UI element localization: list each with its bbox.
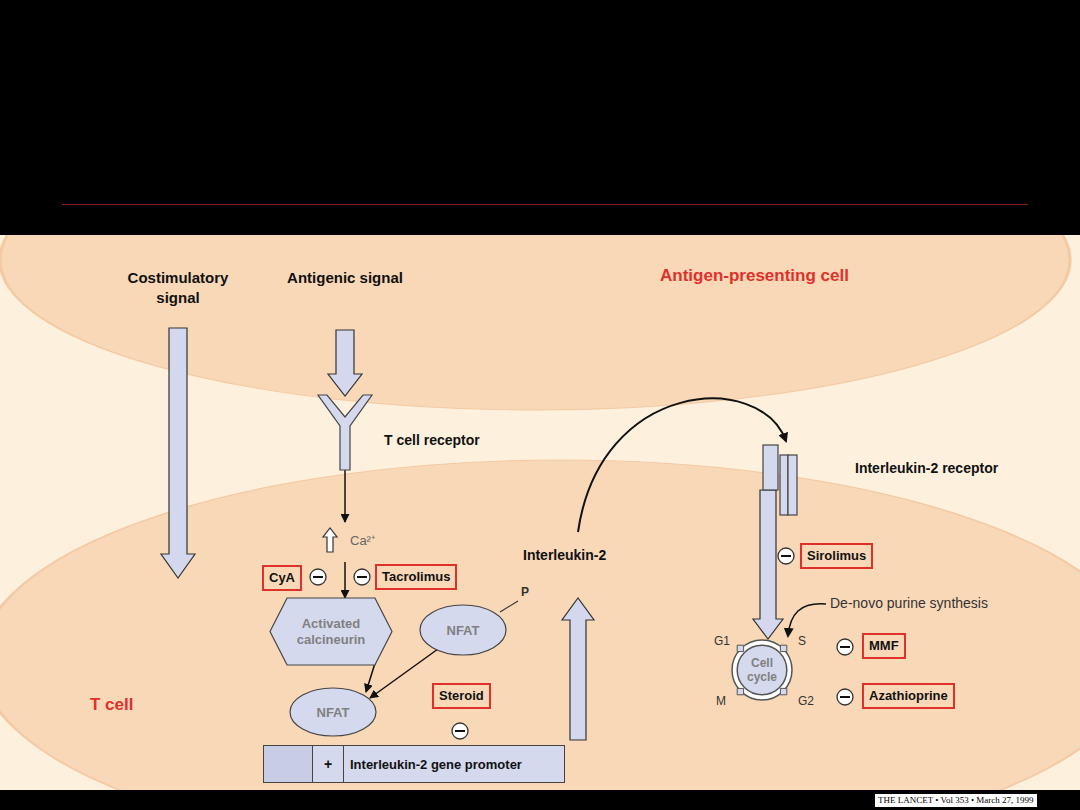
phase-marker [780, 688, 786, 694]
drug-box: Tacrolimus [375, 564, 457, 590]
promoter-cell [264, 746, 313, 782]
phase-label: S [798, 634, 806, 648]
cell-outline-shape [0, 460, 1080, 810]
node-label: NFAT [317, 705, 350, 720]
inhibit-symbol [778, 548, 794, 564]
receptor-symbol: T cell receptor [318, 395, 372, 470]
title-rule [62, 204, 1028, 205]
inhibit-symbol [452, 723, 468, 739]
promoter-sign: + [324, 756, 332, 772]
phase-label: G1 [714, 634, 730, 648]
signal-label: Antigenic signal [275, 268, 415, 288]
receptor-shape [780, 455, 788, 515]
gene-promoter: + Interleukin-2 gene promoter [263, 745, 565, 783]
node-label: Activated calcineurin [291, 616, 371, 648]
phosphate-label: P [521, 585, 529, 599]
pathway-note: De-novo purine synthesis [830, 595, 988, 611]
enzyme-hexagon: Activated calcineurin [270, 598, 392, 665]
receptor-shape [763, 445, 778, 490]
receptor-shape [318, 395, 372, 470]
signal-label: Costimulatory signal [108, 268, 248, 308]
inhibit-symbol [837, 639, 853, 655]
cell-cycle-circle: Cell cycle [722, 630, 802, 710]
promoter-cell: Interleukin-2 gene promoter [344, 746, 528, 782]
drug-box: MMF [862, 633, 906, 659]
inhibit-symbol [837, 689, 853, 705]
drug-box: Azathioprine [862, 683, 955, 709]
node-outline-shape [290, 688, 376, 736]
node-label: NFAT [447, 623, 480, 638]
drug-name: Steroid [439, 688, 484, 703]
cell-outline-shape [0, 110, 1070, 410]
drug-name: Tacrolimus [382, 569, 450, 584]
receptor-symbol: Interleukin-2 receptor [760, 445, 800, 515]
drug-box: CyA [262, 565, 302, 591]
black-top-band [0, 0, 1080, 235]
drug-box: Sirolimus [800, 543, 873, 569]
factor-oval: NFAT [420, 605, 506, 655]
drug-name: Azathioprine [869, 688, 948, 703]
node-outline-shape [732, 640, 792, 700]
receptor-shape [760, 445, 800, 515]
phase-marker [737, 645, 743, 651]
ion-label: Ca²⁺ [350, 531, 375, 549]
source-citation: THE LANCET • Vol 353 • March 27, 1999 [875, 794, 1037, 807]
receptor-shape [788, 455, 797, 515]
inhibit-symbol [310, 569, 326, 585]
drug-name: Sirolimus [807, 548, 866, 563]
promoter-cell: + [313, 746, 344, 782]
phase-label: M [716, 694, 726, 708]
phase-marker [737, 688, 743, 694]
connector-line [344, 470, 346, 522]
node-label: T cell receptor [384, 432, 480, 448]
node-outline-shape [270, 598, 392, 665]
node-label: Interleukin-2 receptor [855, 460, 998, 476]
node-label: Cell cycle [740, 656, 784, 684]
connector-line [344, 562, 346, 598]
node-label: T cell [90, 695, 133, 715]
inhibit-symbol [354, 569, 370, 585]
factor-oval: NFAT [290, 688, 376, 736]
drug-box: Steroid [432, 683, 491, 709]
promoter-name: Interleukin-2 gene promoter [350, 757, 522, 772]
receptor-shape [318, 395, 372, 470]
cytokine-label: Interleukin-2 [523, 547, 606, 563]
node-outline-shape [737, 645, 787, 695]
phase-marker [780, 645, 786, 651]
node-outline-shape [420, 605, 506, 655]
node-label: Antigen-presenting cell [660, 266, 849, 286]
drug-name: MMF [869, 638, 899, 653]
drug-name: CyA [269, 570, 295, 585]
phase-label: G2 [798, 694, 814, 708]
cell-region: T cell CyA TacrolimusActivated calcineurin… [0, 460, 1080, 810]
